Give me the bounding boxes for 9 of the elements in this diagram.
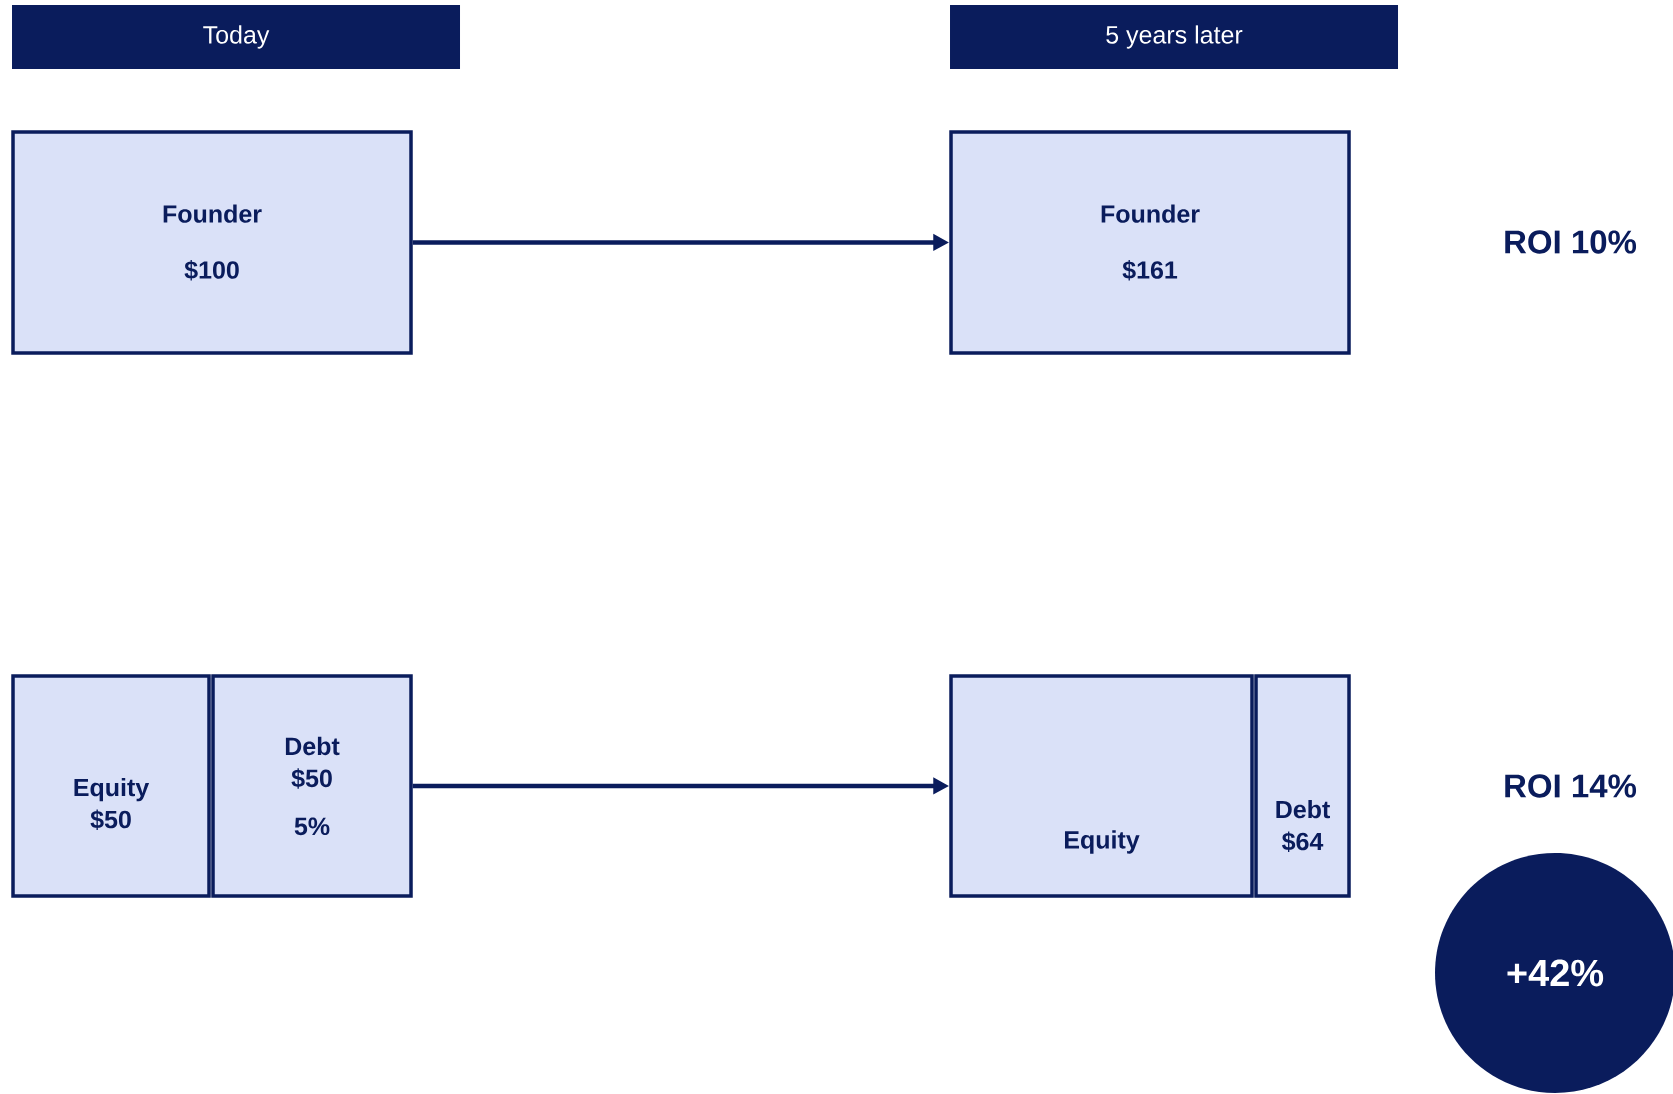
value-box: Debt $64 bbox=[1254, 674, 1351, 898]
value-box: Founder $161 bbox=[949, 130, 1351, 355]
roi-label: ROI 14% bbox=[1505, 774, 1637, 798]
roi-label: ROI 10% bbox=[1505, 230, 1637, 254]
header-band: Today bbox=[12, 5, 460, 69]
value-box: Founder $100 bbox=[11, 130, 413, 355]
value-box: Equity $50 bbox=[11, 674, 211, 898]
header-band: 5 years later bbox=[950, 5, 1398, 69]
value-box: Debt $50 5% bbox=[211, 674, 413, 898]
